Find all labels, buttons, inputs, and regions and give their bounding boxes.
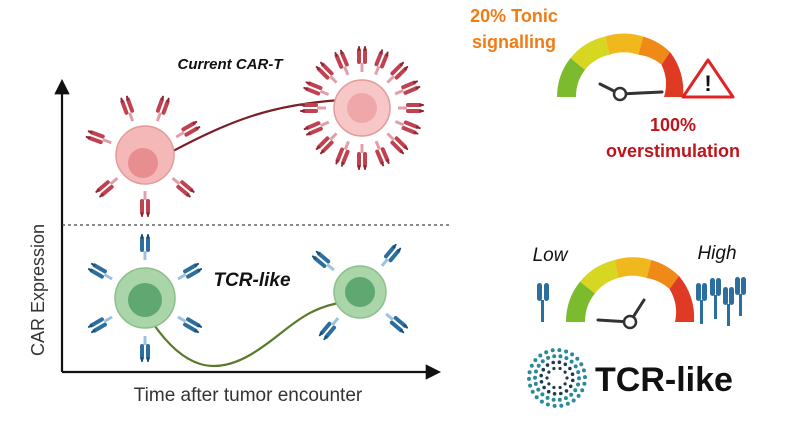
gauge-icon: [557, 33, 684, 102]
tcr-like-logo-text: TCR-like: [595, 361, 733, 399]
gauge-low-label: Low: [533, 245, 569, 266]
gauge-icon: [565, 257, 695, 330]
current-car-t-label: Current CAR-T: [178, 56, 285, 73]
cell-icon: [87, 234, 203, 362]
y-axis-label: CAR Expression: [28, 224, 48, 356]
tcr-like-label: TCR-like: [213, 270, 291, 291]
cell-icon: [310, 242, 410, 342]
current-car-t-curve: [159, 98, 341, 159]
x-axis-label: Time after tumor encounter: [134, 385, 363, 406]
tcr-like-curve: [151, 300, 346, 368]
overstimulation-label: overstimulation: [606, 141, 740, 161]
warning-symbol: !: [704, 71, 711, 96]
tonic-signalling-title-line2: signalling: [472, 32, 556, 52]
receptor-icon: [537, 283, 549, 322]
tonic-signalling-title: 20% Tonic: [470, 6, 558, 26]
cell-icon: [85, 95, 202, 217]
receptor-icon: [696, 277, 746, 326]
cell-icon: [300, 46, 424, 170]
warning-icon: !: [681, 58, 735, 99]
overstimulation-percent: 100%: [650, 115, 696, 135]
gauge-high-label: High: [697, 243, 736, 264]
tcr-like-logo-icon: [527, 348, 587, 408]
